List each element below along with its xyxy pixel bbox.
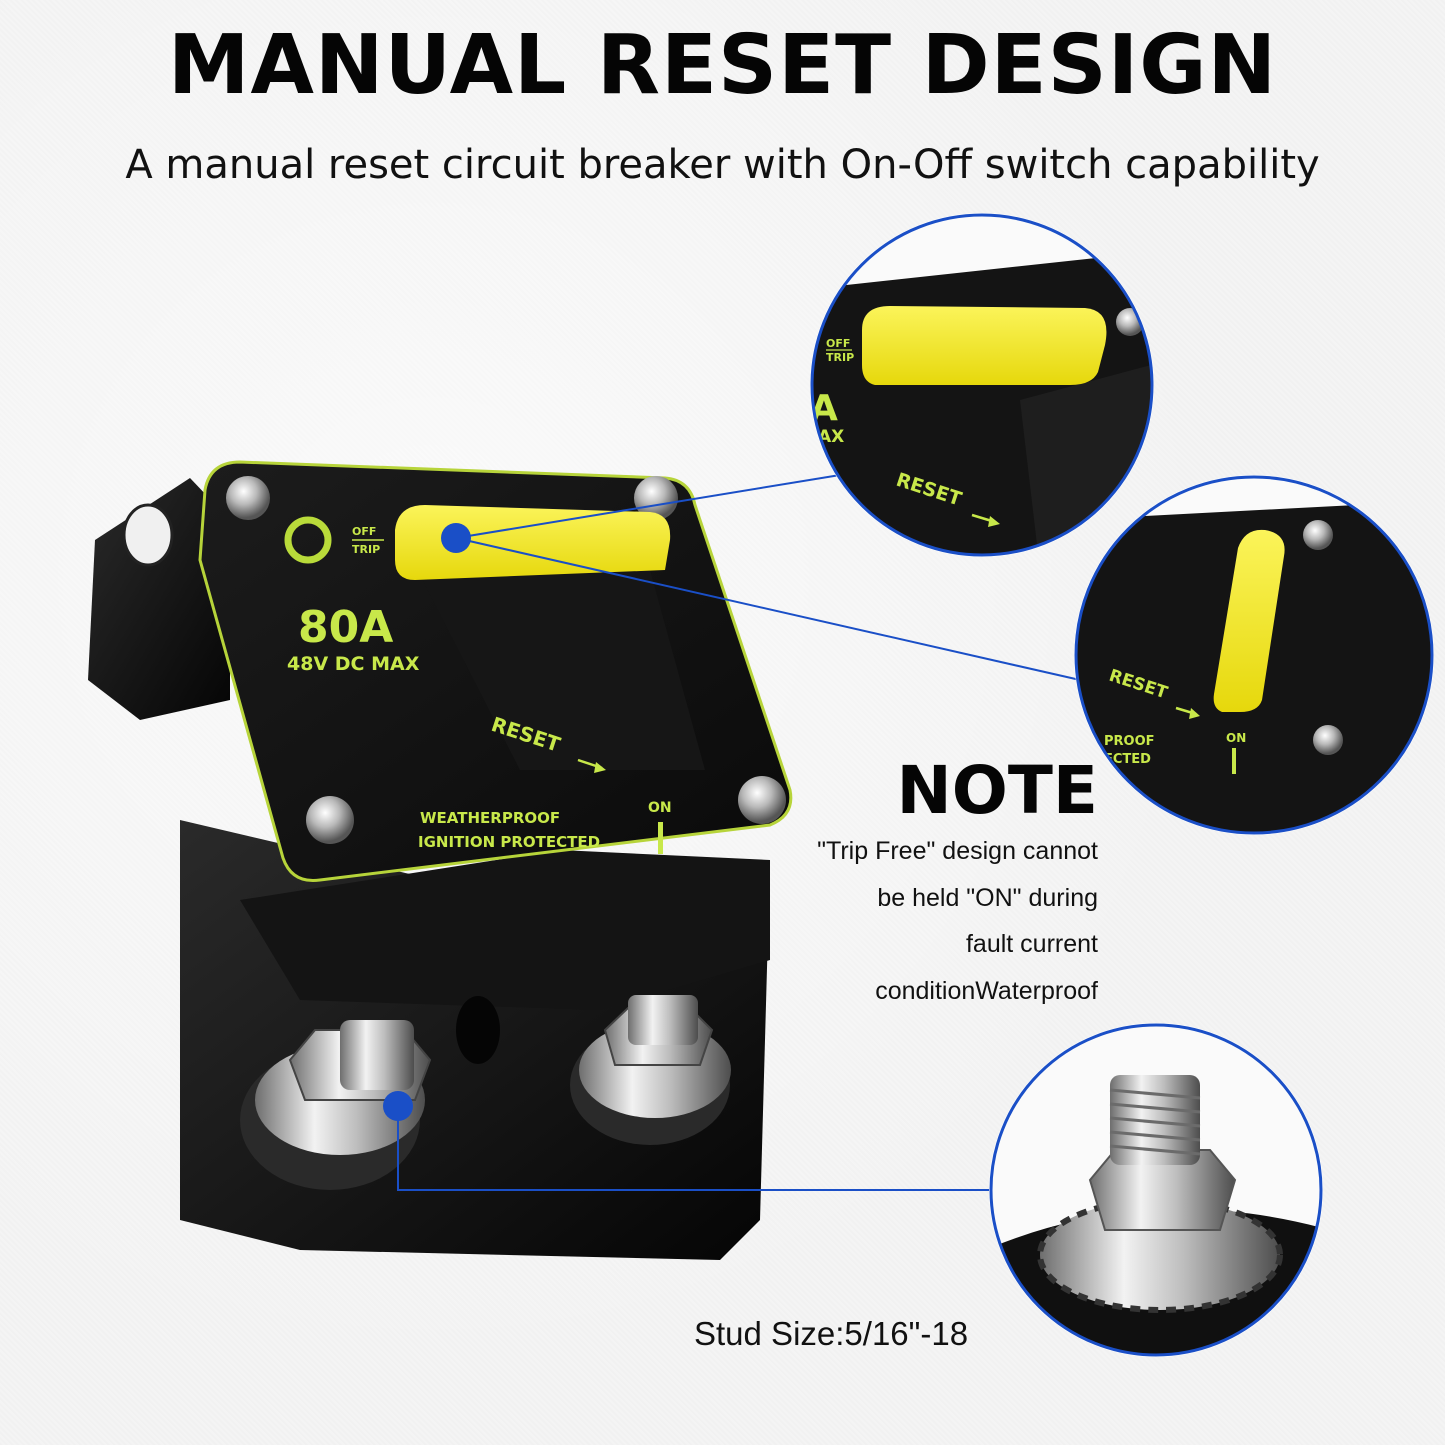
- zoom-stud: [989, 1023, 1323, 1357]
- left-terminal-stud: [340, 1020, 414, 1090]
- zoom-voltage-fragment: AX: [818, 427, 844, 447]
- note-line: "Trip Free" design cannot: [817, 837, 1098, 865]
- callout-dot-switch: [441, 523, 471, 553]
- trip-label: TRIP: [352, 543, 380, 556]
- zoom-on-lever: [1213, 529, 1285, 712]
- zoom-on-border: [1074, 475, 1434, 835]
- face-screw-bottom-left: [306, 796, 354, 844]
- zoom-protection-fragment-2: ECTED: [1104, 752, 1151, 767]
- zoom-trip-label: TRIP: [826, 351, 854, 364]
- right-terminal-stud: [628, 995, 698, 1045]
- note-line: conditionWaterproof: [875, 976, 1098, 1005]
- face-screw-top-left: [226, 476, 270, 520]
- callout-lines: [383, 474, 1081, 1191]
- current-rating: 80A: [298, 602, 393, 653]
- note-text: "Trip Free" design cannot be held "ON" d…: [817, 828, 1098, 1014]
- callout-line-on-zoom: [455, 537, 1081, 681]
- page-title: MANUAL RESET DESIGN: [167, 18, 1278, 113]
- base-shoulder: [240, 850, 770, 1010]
- face-screw-top-right: [634, 476, 678, 520]
- note-line: fault current: [965, 930, 1098, 958]
- callout-line-off-zoom: [455, 474, 841, 539]
- reset-switch-lever[interactable]: [395, 505, 671, 580]
- zoom-switch-off: OFF TRIP A AX RESET: [810, 213, 1154, 557]
- zoom-off-border: [810, 213, 1154, 557]
- stud-size-caption: Stud Size:5/16"-18: [694, 1315, 969, 1352]
- callout-dot-stud: [383, 1091, 413, 1121]
- on-indicator-icon: [658, 822, 663, 854]
- voltage-rating: 48V DC MAX: [287, 653, 420, 675]
- protection-line-2: IGNITION PROTECTED: [418, 833, 600, 851]
- mounting-hole: [122, 503, 174, 567]
- protection-line-1: WEATHERPROOF: [420, 809, 560, 827]
- zoom-on-screw-top: [1303, 520, 1333, 550]
- zoom-protection-fragment-1: PROOF: [1104, 734, 1155, 749]
- off-label: OFF: [352, 525, 376, 538]
- on-label: ON: [648, 800, 672, 816]
- zoom-on-indicator-icon: [1232, 748, 1236, 774]
- zoom-stud-border: [989, 1023, 1323, 1357]
- zoom-on-reset-arrow-icon: [1189, 708, 1200, 719]
- off-indicator-icon: [284, 516, 332, 564]
- zoom-off-label: OFF: [826, 337, 850, 350]
- switch-recess: [420, 570, 705, 770]
- zoom-on-screw-bottom: [1313, 725, 1343, 755]
- callout-line-stud-zoom: [397, 1106, 1005, 1191]
- note-title: NOTE: [896, 752, 1098, 829]
- terminal-recess: [456, 996, 500, 1064]
- zoom-switch-on: RESET ON PROOF ECTED: [1074, 475, 1434, 835]
- face-screw-bottom-right: [738, 776, 786, 824]
- zoom-on-label: ON: [1226, 731, 1246, 745]
- reset-arrowhead-icon: [594, 762, 606, 773]
- page-subtitle: A manual reset circuit breaker with On-O…: [125, 142, 1320, 188]
- zoom-off-reset-arrow-icon: [988, 516, 1000, 527]
- circuit-breaker: OFF TRIP 80A 48V DC MAX RESET ON WEATHER…: [88, 460, 793, 1260]
- note-line: be held "ON" during: [877, 883, 1098, 912]
- zoom-off-lever: [862, 306, 1107, 385]
